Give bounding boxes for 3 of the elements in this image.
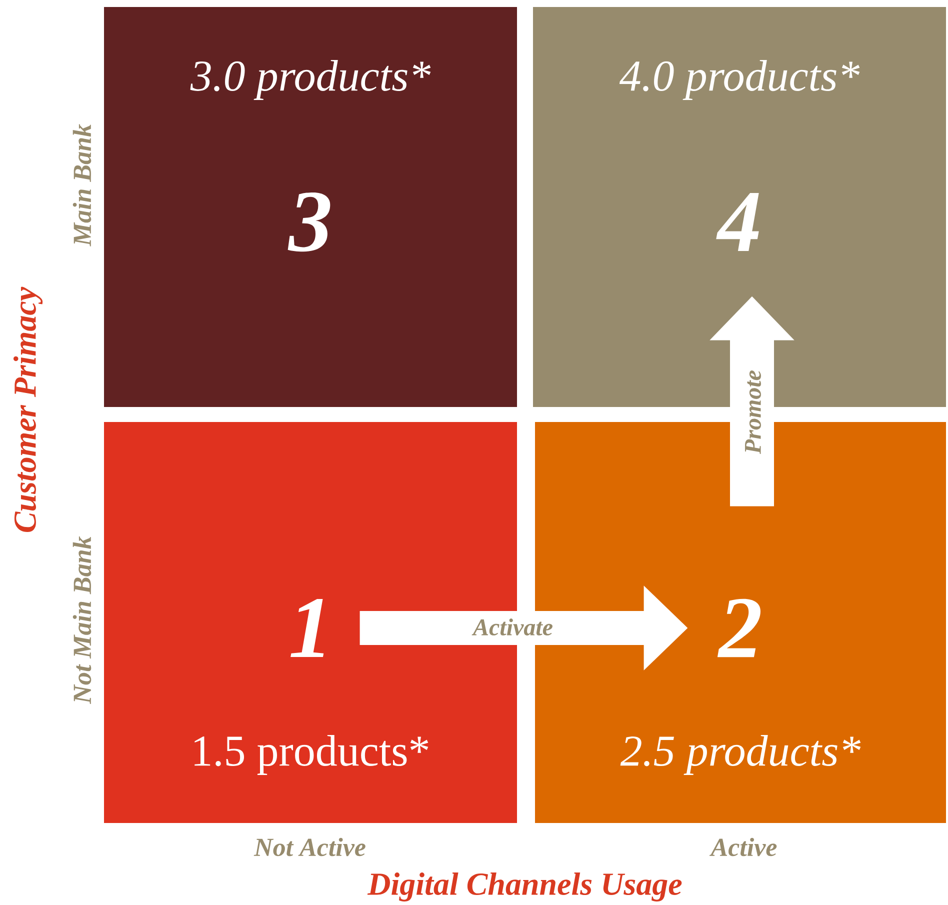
quadrant-box: 3.0 products* 3	[104, 7, 517, 407]
axis-label: Customer Primacy	[13, 286, 43, 532]
axis-label: Digital Channels Usage	[367, 872, 682, 902]
